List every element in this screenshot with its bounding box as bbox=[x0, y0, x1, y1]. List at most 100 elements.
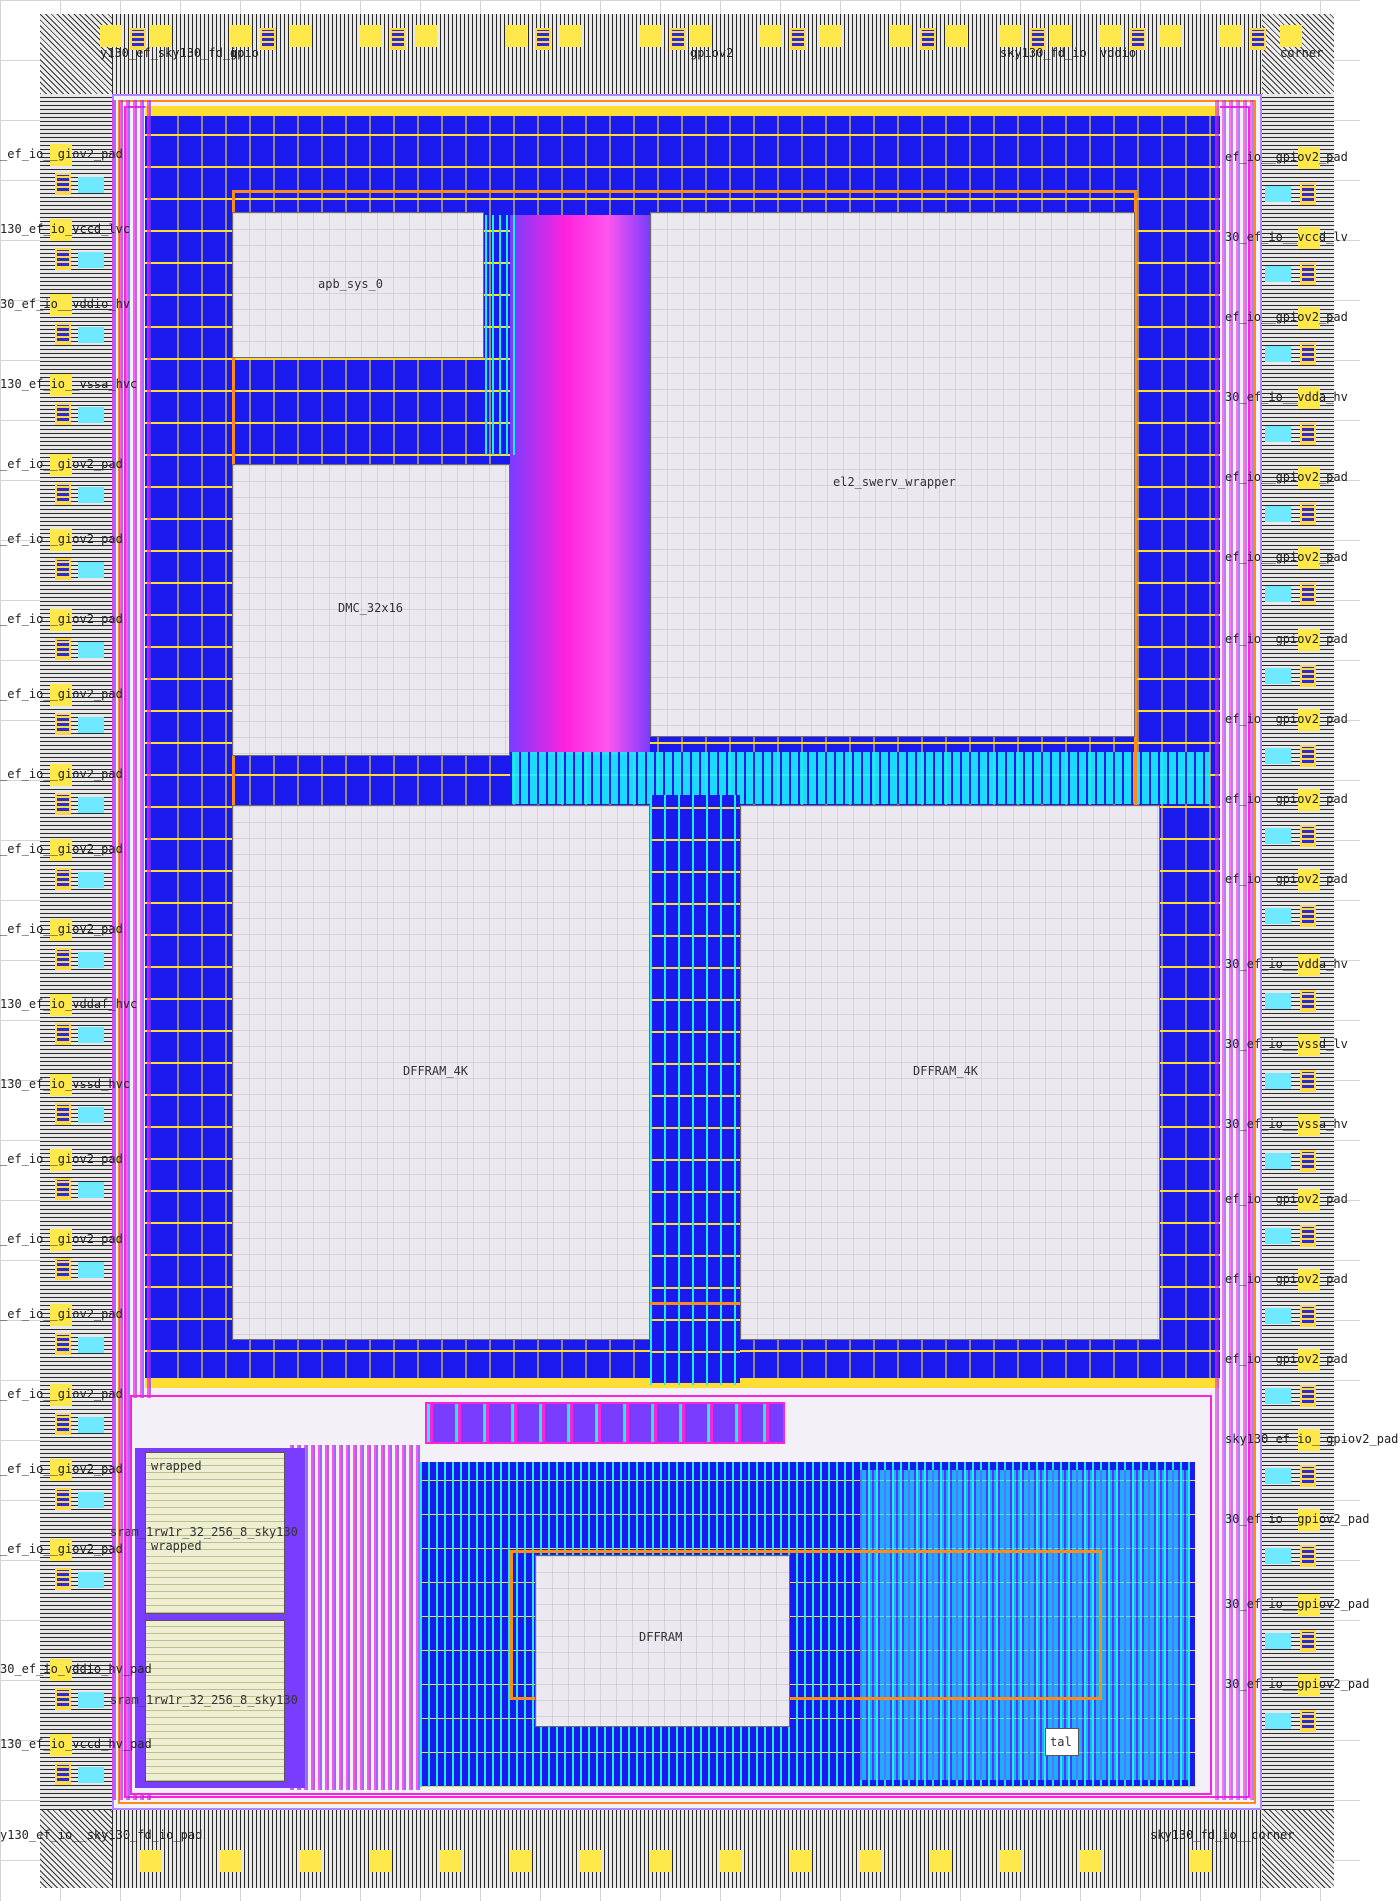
sram-top-name-label: sram_1rw1r_32_256_8_sky130 bbox=[110, 1525, 298, 1539]
right-bump-8 bbox=[1300, 825, 1316, 847]
left-bump-13 bbox=[55, 1178, 71, 1200]
right-routing-channel bbox=[1215, 100, 1255, 1800]
top-pad-label-16: vddio bbox=[1100, 46, 1137, 60]
left-pad-label-17: _ef_io__giov2_pad bbox=[0, 1462, 123, 1476]
top-pad-label-14: sky130_fd_io bbox=[1000, 46, 1087, 60]
left-connector-9 bbox=[78, 872, 104, 888]
right-bump-9 bbox=[1300, 905, 1316, 927]
left-pad-2 bbox=[50, 294, 72, 316]
el2-swerv-wrapper-macro[interactable]: el2_swerv_wrapper bbox=[650, 212, 1135, 737]
horizontal-routing-channel bbox=[510, 752, 1210, 804]
vertical-routing-channel bbox=[650, 795, 740, 1385]
right-bump-7 bbox=[1300, 745, 1316, 767]
left-connector-16 bbox=[78, 1417, 104, 1433]
left-pad-17 bbox=[50, 1459, 72, 1481]
dmc-32x16-macro[interactable]: DMC_32x16 bbox=[232, 464, 510, 756]
top-pad-label-19: corner bbox=[1280, 46, 1324, 60]
sram-top-wrapped-label-2: wrapped bbox=[151, 1539, 202, 1553]
left-connector-7 bbox=[78, 717, 104, 733]
left-pad-3 bbox=[50, 374, 72, 396]
left-pad-label-3: 130_ef_io__vssa_hvc bbox=[0, 377, 138, 391]
right-bump-11 bbox=[1300, 1070, 1316, 1092]
left-pad-12 bbox=[50, 1074, 72, 1096]
right-connector-15 bbox=[1265, 1388, 1291, 1404]
right-connector-1 bbox=[1265, 266, 1291, 282]
right-pad-5 bbox=[1298, 547, 1320, 569]
right-pad-0 bbox=[1298, 147, 1320, 169]
right-pad-7 bbox=[1298, 709, 1320, 731]
left-pad-6 bbox=[50, 609, 72, 631]
dffram-macro[interactable]: DFFRAM bbox=[535, 1555, 790, 1727]
right-connector-19 bbox=[1265, 1713, 1291, 1729]
right-pad-11 bbox=[1298, 1034, 1320, 1056]
sram-bottom-name-label: sram_1rw1r_32_256_8_sky130 bbox=[110, 1693, 298, 1707]
top-pad-label-2: gpio bbox=[230, 46, 259, 60]
left-connector-2 bbox=[78, 327, 104, 343]
top-bump-16 bbox=[1130, 28, 1146, 50]
left-connector-1 bbox=[78, 252, 104, 268]
left-pad-10 bbox=[50, 919, 72, 941]
right-pad-label-16: sky130_ef_io__gpiov2_pad bbox=[1225, 1432, 1398, 1446]
right-bump-18 bbox=[1300, 1630, 1316, 1652]
clock-buffer-row bbox=[425, 1402, 785, 1444]
top-pad-18 bbox=[1220, 25, 1242, 47]
top-bump-18 bbox=[1250, 28, 1266, 50]
left-pad-14 bbox=[50, 1229, 72, 1251]
xtal-cell[interactable]: tal bbox=[1045, 1728, 1079, 1756]
left-pad-label-10: _ef_io__giov2_pad bbox=[0, 922, 123, 936]
dffram-4k-left-macro[interactable]: DFFRAM_4K bbox=[232, 805, 650, 1340]
right-pad-18 bbox=[1298, 1594, 1320, 1616]
left-pad-label-1: 130_ef_io_vccd_lvc bbox=[0, 222, 131, 236]
mid-routing-magenta bbox=[510, 215, 650, 755]
bottom-pad-12 bbox=[1000, 1850, 1022, 1872]
bottom-pad-11 bbox=[930, 1850, 952, 1872]
right-bump-16 bbox=[1300, 1465, 1316, 1487]
apb-sys-0-macro[interactable]: apb_sys_0 bbox=[232, 212, 484, 358]
right-bump-2 bbox=[1300, 343, 1316, 365]
left-connector-5 bbox=[78, 562, 104, 578]
bottom-pad-14 bbox=[1190, 1850, 1212, 1872]
bottom-pad-10 bbox=[860, 1850, 882, 1872]
left-connector-20 bbox=[78, 1767, 104, 1783]
sram-top-wrapped-label: wrapped bbox=[151, 1459, 202, 1473]
left-connector-19 bbox=[78, 1692, 104, 1708]
right-connector-7 bbox=[1265, 748, 1291, 764]
left-pad-13 bbox=[50, 1149, 72, 1171]
right-connector-17 bbox=[1265, 1548, 1291, 1564]
right-pad-label-3: 30_ef_io__vdda_hv bbox=[1225, 390, 1348, 404]
left-bump-15 bbox=[55, 1333, 71, 1355]
right-connector-6 bbox=[1265, 668, 1291, 684]
right-pad-19 bbox=[1298, 1674, 1320, 1696]
right-bump-19 bbox=[1300, 1710, 1316, 1732]
top-pad-3 bbox=[290, 25, 312, 47]
top-bump-8 bbox=[670, 28, 686, 50]
left-pad-label-12: 130_ef_io_vssd_hvc bbox=[0, 1077, 131, 1091]
left-connector-3 bbox=[78, 407, 104, 423]
right-pad-13 bbox=[1298, 1189, 1320, 1211]
right-bump-14 bbox=[1300, 1305, 1316, 1327]
left-bump-2 bbox=[55, 323, 71, 345]
top-bump-2 bbox=[260, 28, 276, 50]
left-bump-14 bbox=[55, 1258, 71, 1280]
left-pad-7 bbox=[50, 684, 72, 706]
left-connector-13 bbox=[78, 1182, 104, 1198]
bottom-pad-7 bbox=[650, 1850, 672, 1872]
left-pad-20 bbox=[50, 1734, 72, 1756]
right-pad-label-4: ef_io__gpiov2_pad bbox=[1225, 470, 1348, 484]
right-connector-5 bbox=[1265, 586, 1291, 602]
top-pad-9 bbox=[690, 25, 712, 47]
left-pad-18 bbox=[50, 1539, 72, 1561]
sram-bottom-macro[interactable]: sram_1rw1r_32_256_8_sky130 bbox=[110, 1620, 298, 1782]
left-connector-8 bbox=[78, 797, 104, 813]
bottom-domain-border bbox=[130, 1395, 1212, 1795]
bottom-left-routing bbox=[290, 1445, 420, 1790]
left-bump-0 bbox=[55, 173, 71, 195]
dffram-4k-right-macro[interactable]: DFFRAM_4K bbox=[740, 805, 1160, 1340]
top-ring-bar bbox=[145, 106, 1220, 116]
left-connector-0 bbox=[78, 177, 104, 193]
top-pad-13 bbox=[945, 25, 967, 47]
sram-top-macro[interactable]: wrapped sram_1rw1r_32_256_8_sky130 wrapp… bbox=[110, 1452, 298, 1614]
right-connector-0 bbox=[1265, 186, 1291, 202]
left-pad-5 bbox=[50, 529, 72, 551]
